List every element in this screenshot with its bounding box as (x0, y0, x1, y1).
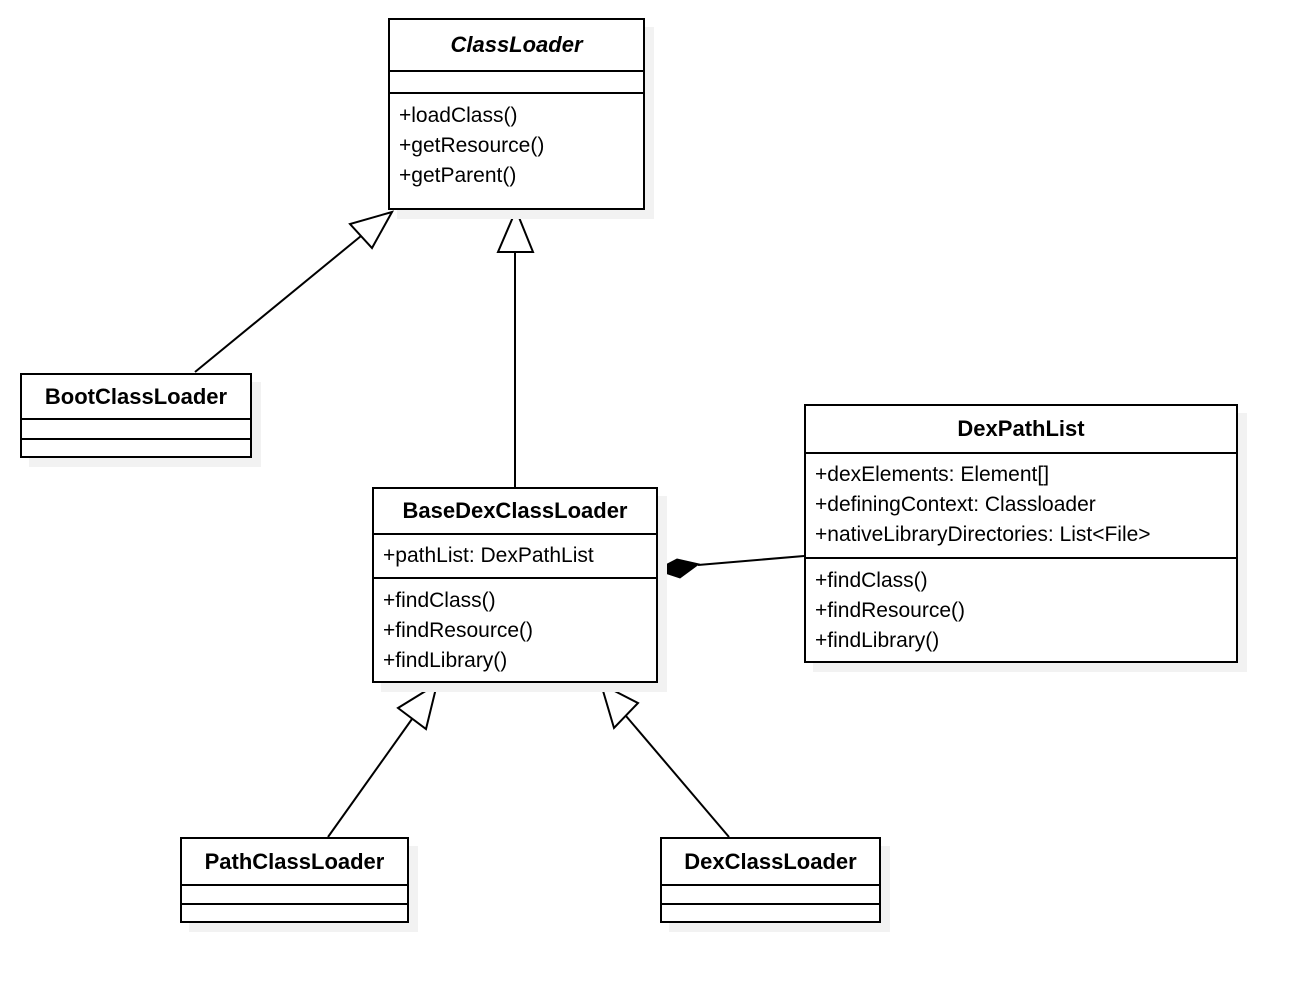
hollow-triangle-arrowhead (396, 681, 439, 731)
methods-compartment: +loadClass() +getResource() +getParent() (390, 94, 643, 208)
method-entry: +findLibrary() (383, 649, 508, 672)
method-entry: +findClass() (815, 569, 928, 592)
attributes-compartment: +pathList: DexPathList (374, 533, 656, 579)
method-entry: +getResource() (399, 134, 545, 157)
generalization-pathclassloader-to-basedexclassloader (327, 681, 439, 838)
class-box-dexpathlist: DexPathList +dexElements: Element[] +def… (804, 404, 1238, 663)
class-name: PathClassLoader (204, 848, 385, 874)
attributes-compartment: +dexElements: Element[] +definingContext… (806, 452, 1236, 559)
attribute-entry: +pathList: DexPathList (383, 544, 594, 567)
generalization-basedexclassloader-to-classloader (496, 207, 535, 487)
class-name: BootClassLoader (44, 383, 228, 409)
attribute-entry: +definingContext: Classloader (815, 493, 1096, 516)
class-name: DexClassLoader (684, 848, 857, 874)
methods-compartment (662, 905, 879, 921)
class-name: BaseDexClassLoader (402, 498, 628, 523)
methods-compartment (182, 905, 407, 921)
attributes-compartment (390, 70, 643, 94)
filled-diamond (654, 558, 701, 579)
class-box-classloader: ClassLoader +loadClass() +getResource() … (388, 18, 645, 210)
attribute-entry: +dexElements: Element[] (815, 463, 1050, 486)
composition-basedexclassloader-dexpathlist (654, 555, 805, 579)
class-name: DexPathList (957, 416, 1085, 441)
hollow-triangle-arrowhead (599, 682, 640, 730)
class-box-pathclassloader: PathClassLoader (180, 837, 409, 923)
class-box-basedexclassloader: BaseDexClassLoader +pathList: DexPathLis… (372, 487, 658, 683)
class-box-bootclassloader: BootClassLoader (20, 373, 252, 458)
method-entry: +findResource() (383, 619, 533, 642)
methods-compartment (22, 440, 250, 456)
method-entry: +loadClass() (399, 104, 518, 127)
attributes-compartment (182, 884, 407, 905)
generalization-bootclassloader-to-classloader (194, 210, 395, 373)
attributes-compartment (22, 418, 250, 440)
methods-compartment: +findClass() +findResource() +findLibrar… (806, 559, 1236, 661)
method-entry: +findClass() (383, 589, 496, 612)
hollow-triangle-arrowhead (348, 210, 395, 250)
method-entry: +getParent() (399, 164, 517, 187)
class-box-dexclassloader: DexClassLoader (660, 837, 881, 923)
generalization-dexclassloader-to-basedexclassloader (599, 682, 730, 838)
attribute-entry: +nativeLibraryDirectories: List<File> (815, 523, 1151, 546)
method-entry: +findLibrary() (815, 629, 940, 652)
hollow-triangle-arrowhead (496, 207, 535, 253)
class-name: ClassLoader (450, 32, 583, 57)
attributes-compartment (662, 884, 879, 905)
method-entry: +findResource() (815, 599, 965, 622)
methods-compartment: +findClass() +findResource() +findLibrar… (374, 579, 656, 681)
